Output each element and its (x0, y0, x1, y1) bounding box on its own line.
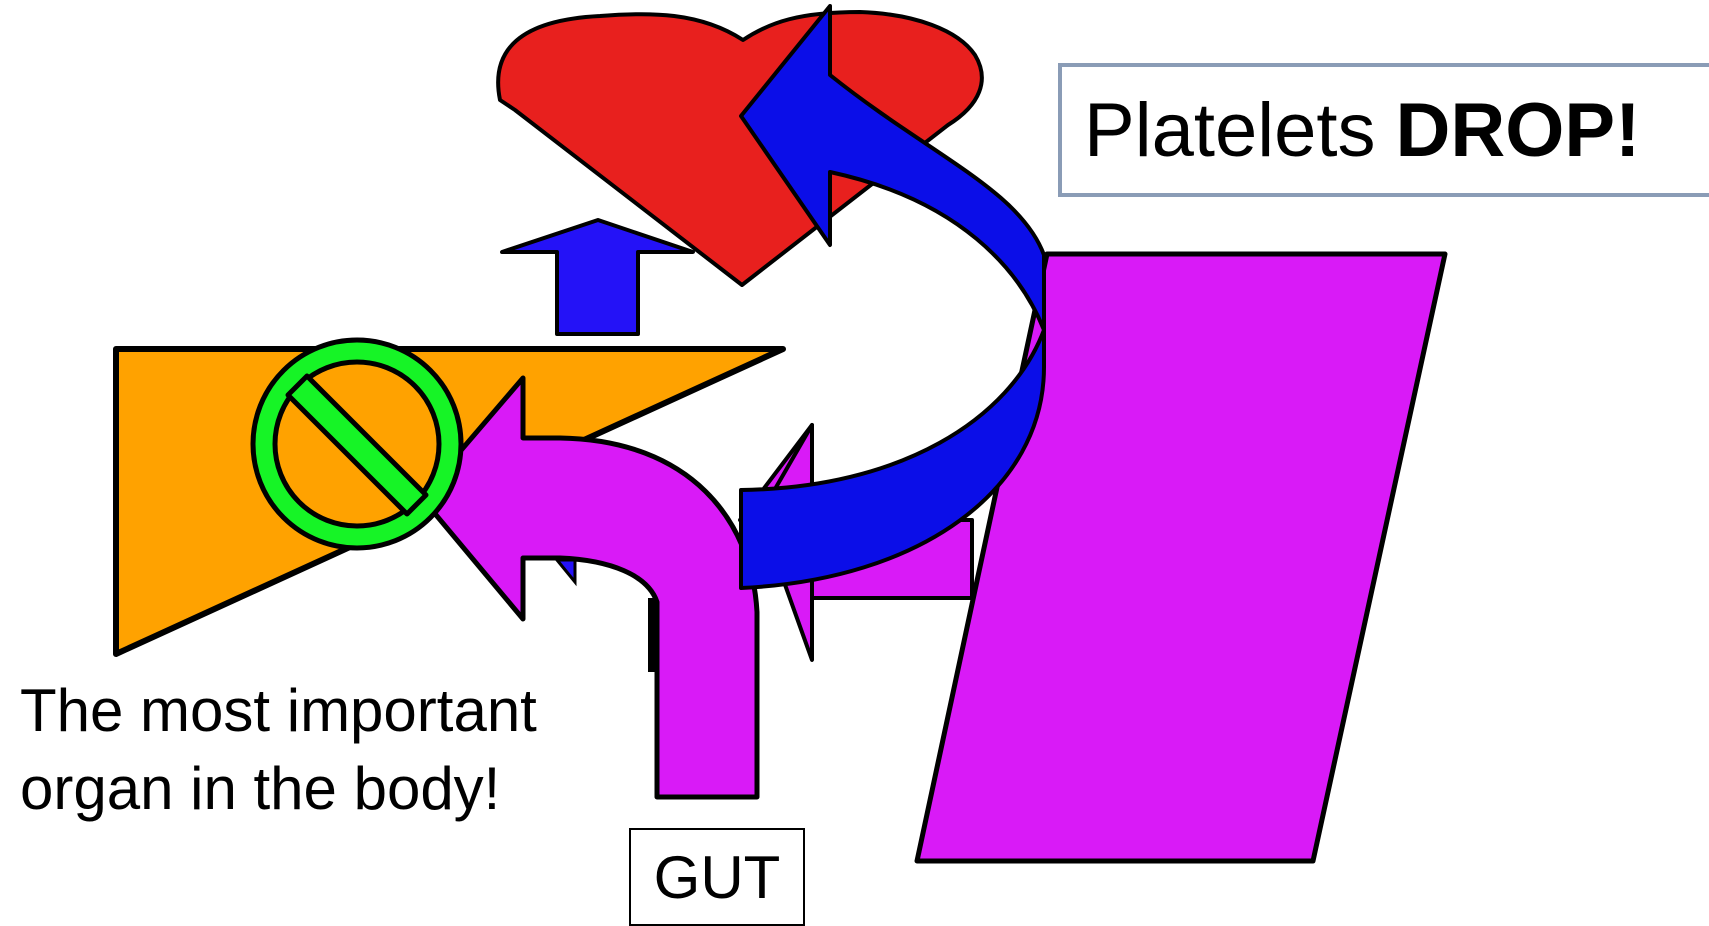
liver-caption: The most important organ in the body! (20, 672, 537, 828)
caption-line-1: The most important (20, 672, 537, 750)
no-symbol-icon (253, 340, 461, 548)
gut-label: GUT (629, 828, 805, 926)
spleen-shape (917, 254, 1445, 861)
title-regular: Platelets (1084, 87, 1376, 174)
title-bold: DROP! (1396, 87, 1641, 174)
up-arrow (502, 220, 693, 334)
title-box: Platelets DROP! (1058, 63, 1709, 197)
arrow-shadow-left (557, 560, 575, 582)
caption-line-2: organ in the body! (20, 750, 537, 828)
